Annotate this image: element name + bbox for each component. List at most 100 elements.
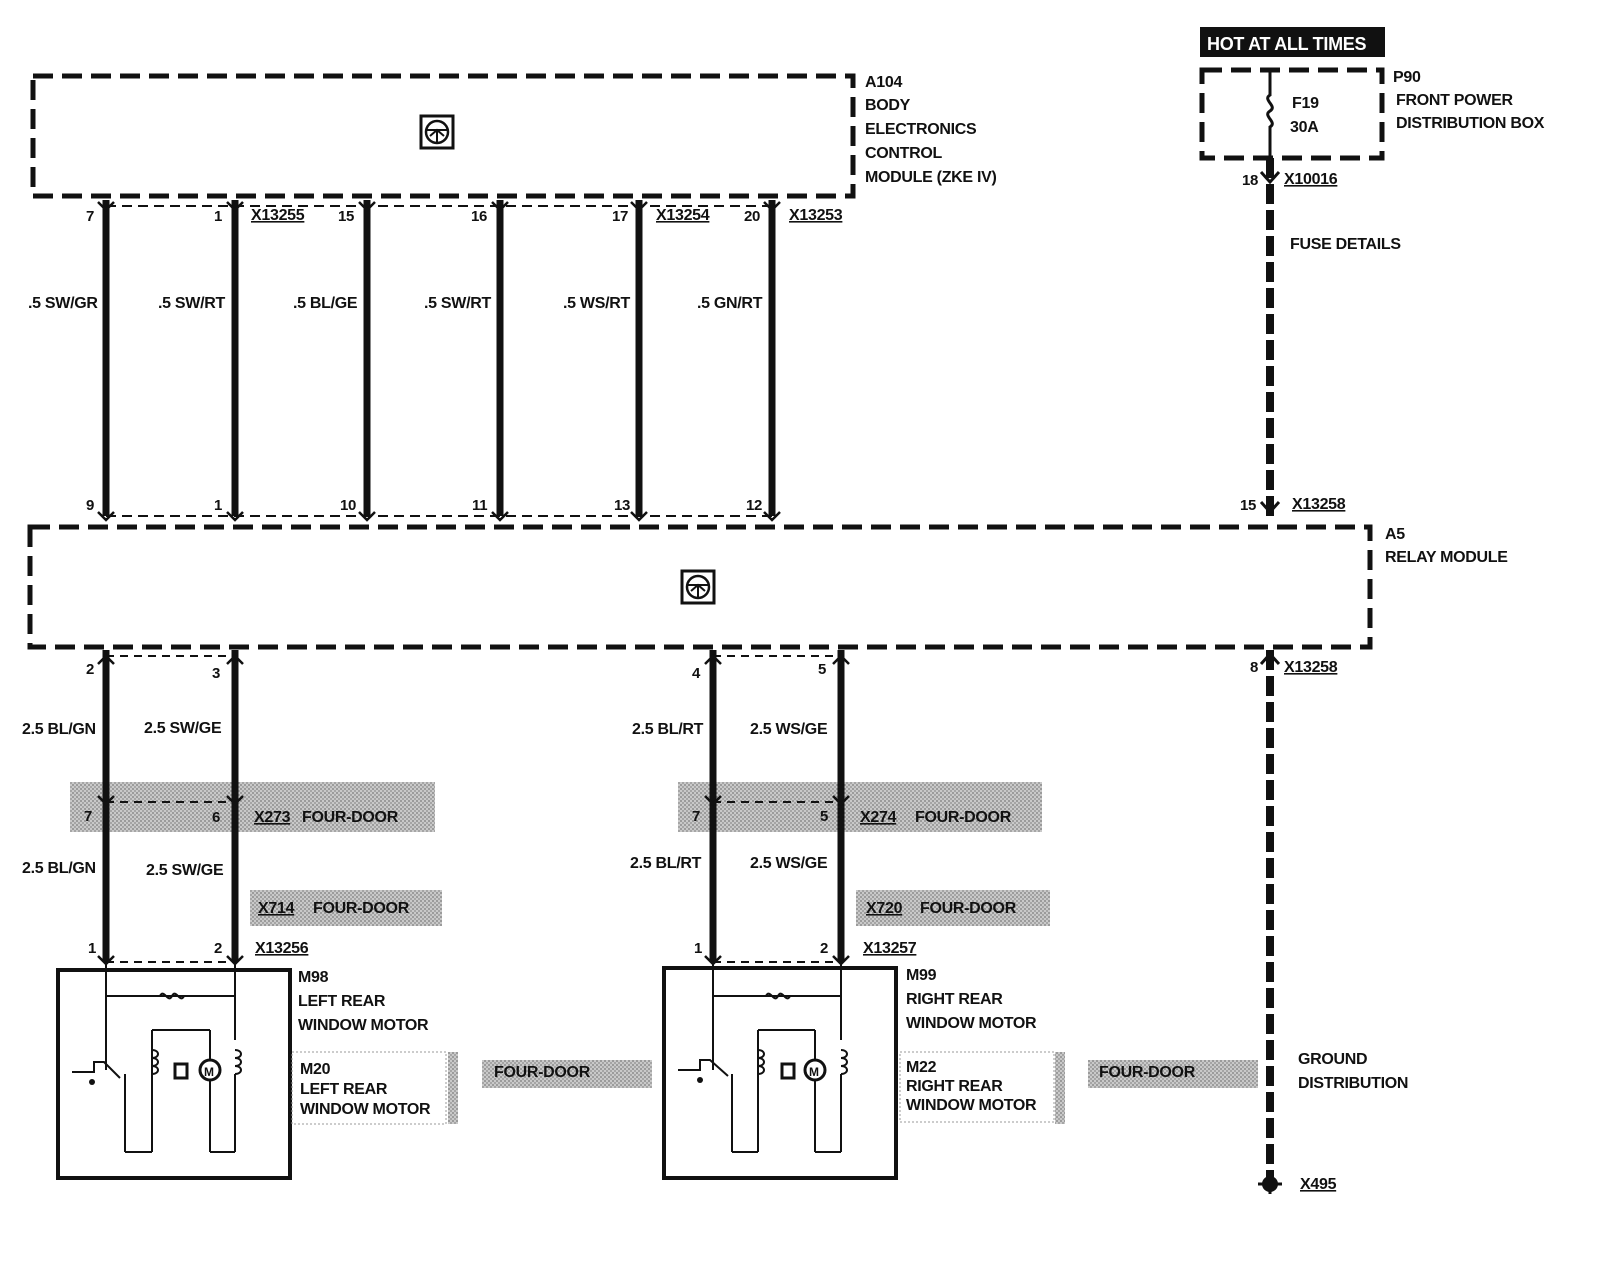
svg-text:WINDOW MOTOR: WINDOW MOTOR: [906, 1097, 1037, 1114]
pin-label: 20: [744, 208, 760, 225]
wire-color-label: 2.5 BL/RT: [632, 721, 704, 738]
four-door-label: FOUR-DOOR: [494, 1064, 591, 1081]
a5-label: RELAY MODULE: [1385, 549, 1508, 566]
top-wire-2: 1 .5 SW/RT 1 X13255: [158, 200, 305, 516]
top-wire-4: 16 .5 SW/RT 11: [424, 200, 504, 516]
pin-label: 5: [820, 808, 828, 825]
m99-label-line: RIGHT REAR: [906, 991, 1003, 1008]
pin-label: 16: [471, 208, 487, 225]
pin-label: 1: [88, 940, 96, 957]
pin-label: 8: [1250, 659, 1258, 676]
top-wire-1: 7 .5 SW/GR 9: [28, 200, 110, 516]
connector-x13255: X13255: [251, 207, 305, 224]
m98-left-rear-window-motor: M M98 LEFT REAR WINDOW MOTOR: [56, 962, 429, 1180]
m98-designator: M98: [298, 969, 329, 986]
four-door-shading: [70, 782, 1258, 1124]
svg-text:M22: M22: [906, 1059, 937, 1076]
motor-icon: M: [173, 1058, 222, 1082]
hot-at-all-times-banner: HOT AT ALL TIMES: [1200, 27, 1385, 57]
m22-right-rear-window-motor-label: M22 RIGHT REAR WINDOW MOTOR: [899, 1051, 1055, 1123]
pin-label: 4: [692, 665, 701, 682]
pin-label: 2: [86, 661, 94, 678]
four-door-label: FOUR-DOOR: [313, 900, 410, 917]
connector-x13253: X13253: [789, 207, 843, 224]
module-symbol-icon: [419, 114, 455, 150]
pin-label: 13: [614, 497, 630, 514]
power-supply-wire: 18 X10016 FUSE DETAILS 15 X13258 8 X1325…: [1240, 158, 1408, 1194]
m99-right-rear-window-motor: M M99 RIGHT REAR WINDOW MOTOR: [662, 962, 1037, 1180]
fuse-rating: 30A: [1290, 119, 1319, 136]
svg-text:HOT AT ALL TIMES: HOT AT ALL TIMES: [1207, 34, 1366, 54]
ground-distribution-label: GROUND: [1298, 1051, 1367, 1068]
connector-x720: X720: [866, 900, 903, 917]
m98-label-line: WINDOW MOTOR: [298, 1017, 429, 1034]
pin-label: 5: [818, 661, 826, 678]
top-wire-5: 17 .5 WS/RT 13 X13254: [563, 200, 710, 516]
pin-label: 15: [338, 208, 354, 225]
wire-color-label: .5 SW/RT: [424, 295, 491, 312]
pin-label: 11: [472, 497, 487, 514]
pin-label: 1: [694, 940, 702, 957]
p90-label-line: FRONT POWER: [1396, 92, 1513, 109]
svg-text:WINDOW MOTOR: WINDOW MOTOR: [300, 1101, 431, 1118]
pin-label: 9: [86, 497, 94, 514]
svg-text:LEFT REAR: LEFT REAR: [300, 1081, 388, 1098]
fuse-designator: F19: [1292, 95, 1319, 112]
ground-icon: [1258, 1176, 1282, 1194]
m99-designator: M99: [906, 967, 937, 984]
pin-label: 7: [86, 208, 94, 225]
motor-icon: M: [780, 1058, 827, 1082]
a104-connector-lines: [97, 201, 781, 522]
wire-color-label: 2.5 SW/GE: [144, 720, 222, 737]
bottom-wire-left-1: 2 2.5 BL/GN 7 2.5 BL/GN 1: [22, 650, 110, 962]
wire-color-label: .5 SW/GR: [28, 295, 98, 312]
connector-x273: X273: [254, 809, 291, 826]
pin-label: 17: [612, 208, 628, 225]
fuse-details-label: FUSE DETAILS: [1290, 236, 1401, 253]
four-door-label: FOUR-DOOR: [302, 809, 399, 826]
connector-x274: X274: [860, 809, 897, 826]
a104-label-line: MODULE (ZKE IV): [865, 169, 997, 186]
pin-label: 10: [340, 497, 356, 514]
connector-labels: X273 FOUR-DOOR X274 FOUR-DOOR X714 FOUR-…: [254, 809, 1196, 1081]
wire-color-label: 2.5 BL/RT: [630, 855, 702, 872]
connector-x714: X714: [258, 900, 295, 917]
four-door-label: FOUR-DOOR: [1099, 1064, 1196, 1081]
wire-color-label: .5 GN/RT: [697, 295, 763, 312]
a104-label-line: ELECTRONICS: [865, 121, 977, 138]
p90-label-line: DISTRIBUTION BOX: [1396, 115, 1545, 132]
pin-label: 2: [820, 940, 828, 957]
m98-label-line: LEFT REAR: [298, 993, 386, 1010]
svg-text:M: M: [809, 1065, 819, 1079]
wire-color-label: .5 BL/GE: [293, 295, 358, 312]
pin-label: 6: [212, 809, 220, 826]
pin-label: 3: [212, 665, 220, 682]
ground-distribution-label: DISTRIBUTION: [1298, 1075, 1408, 1092]
four-door-label: FOUR-DOOR: [915, 809, 1012, 826]
a5-relay-module: A5 RELAY MODULE: [27, 524, 1509, 650]
wire-color-label: 2.5 WS/GE: [750, 721, 828, 738]
connector-x13254: X13254: [656, 207, 710, 224]
p90-designator: P90: [1393, 69, 1421, 86]
connector-x10016: X10016: [1284, 171, 1338, 188]
a104-body-electronics-module: A104 BODY ELECTRONICS CONTROL MODULE (ZK…: [30, 73, 997, 199]
top-wire-6: 20 .5 GN/RT 12 X13253: [697, 200, 843, 516]
pin-label: 7: [692, 808, 700, 825]
a5-designator: A5: [1385, 526, 1405, 543]
connector-x495: X495: [1300, 1176, 1337, 1193]
pin-label: 18: [1242, 172, 1258, 189]
wire-color-label: .5 WS/RT: [563, 295, 630, 312]
wire-color-label: 2.5 WS/GE: [750, 855, 828, 872]
connector-x13258-top: X13258: [1292, 496, 1346, 513]
top-wire-3: 15 .5 BL/GE 10: [293, 200, 371, 516]
connector-x13257: X13257: [863, 940, 917, 957]
svg-text:M: M: [204, 1065, 214, 1079]
bottom-wire-right-1: 4 2.5 BL/RT 7 2.5 BL/RT 1: [630, 650, 717, 962]
a104-designator: A104: [865, 74, 902, 91]
pin-label: 1: [214, 497, 222, 514]
connector-x13258-bottom: X13258: [1284, 659, 1338, 676]
bottom-wire-left-2: 3 2.5 SW/GE 6 2.5 SW/GE 2: [144, 650, 239, 962]
pin-label: 2: [214, 940, 222, 957]
p90-front-power-distribution-box: P90 FRONT POWER DISTRIBUTION BOX F19 30A: [1199, 67, 1545, 161]
